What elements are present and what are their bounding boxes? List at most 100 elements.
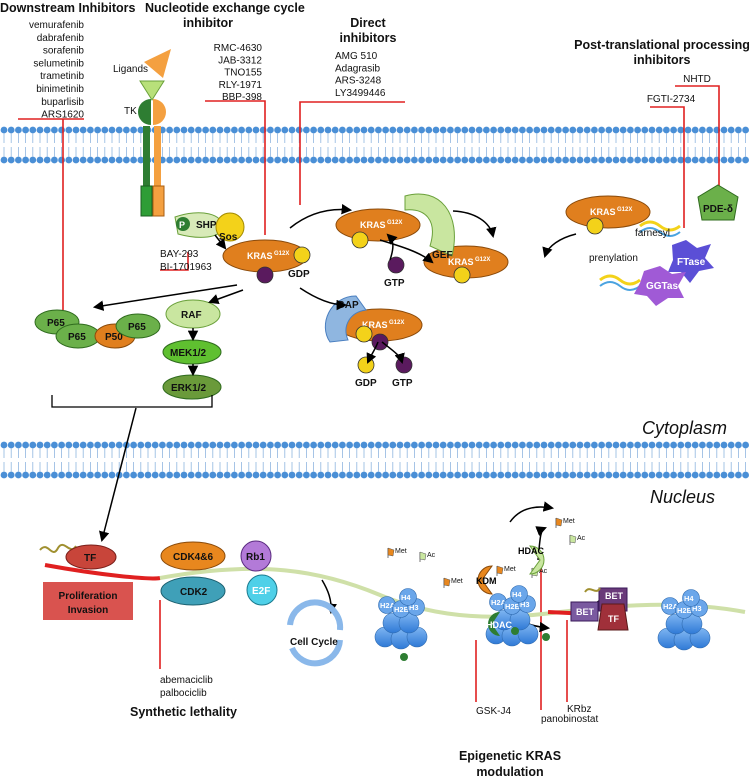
header-synthetic: Synthetic lethality [130, 705, 237, 719]
erk-label: ERK1/2 [171, 383, 206, 394]
gdp-bottom-label: GDP [355, 378, 377, 389]
header-direct-2: inhibitors [340, 31, 397, 45]
hdac-enzyme: HDAC HDAC [486, 545, 544, 636]
cdk46-node [160, 541, 226, 571]
mark-met-3-icon [496, 565, 504, 575]
drug-palbociclib: palbociclib [160, 688, 207, 699]
mark-met-4-icon [555, 517, 563, 527]
drug-nhtd: NHTD [683, 74, 711, 85]
nucleosome-1-h2a: H2A [380, 601, 396, 610]
mark-met-2-label: Met [451, 578, 463, 585]
nucleosome-2-h2a: H2A [491, 598, 507, 607]
downstream-drug-3: selumetinib [33, 58, 84, 69]
header-ptm-1: Post-translational processing [574, 38, 750, 52]
phospho-icon [176, 217, 190, 231]
nucleosome-3-h2a: H2A [663, 602, 679, 611]
downstream-drug-1: dabrafenib [37, 33, 85, 44]
mek-label: MEK1/2 [170, 348, 207, 359]
kras-node-gap-label: KRAS [362, 320, 388, 330]
nucleosome-1-h4: H4 [401, 593, 411, 602]
downstream-drug-0: vemurafenib [29, 20, 84, 31]
ggtase-label: GGTase [646, 281, 684, 292]
drug-fgti: FGTI-2734 [647, 94, 696, 105]
e2f-node [246, 574, 278, 606]
header-nucleotide-2: inhibitor [183, 16, 233, 30]
dna-red-left [44, 563, 161, 581]
pathway-arrows [92, 203, 615, 633]
cytoplasm-label: Cytoplasm [642, 418, 727, 438]
nucleosome-2-h4: H4 [512, 590, 522, 599]
drug-bay293: BAY-293 [160, 249, 199, 260]
header-epigenetic-1: Epigenetic KRAS [459, 749, 561, 763]
downstream-drug-list: vemurafenib dabrafenib sorafenibselumetini… [29, 20, 84, 121]
nucleosome-2-h2b: H2B [505, 602, 521, 611]
nucleotide-drug-0: RMC-4630 [214, 43, 263, 54]
raf-label: RAF [181, 310, 202, 321]
gap-label: GAP [337, 300, 359, 311]
cdk2-node [160, 576, 226, 606]
e2f-label: E2F [252, 586, 270, 597]
pde-shape [697, 184, 739, 221]
ligands-label: Ligands [113, 64, 148, 75]
drug-panobinostat: panobinostat [541, 714, 598, 725]
mapk-cascade: RAF MEK1/2 ERK1/2 [162, 299, 222, 400]
gdp-ptm-icon [586, 217, 604, 235]
bet-proteins: BET BET TF [570, 587, 629, 631]
direct-drug-1: Adagrasib [335, 63, 380, 74]
drug-abemaciclib: abemaciclib [160, 675, 213, 686]
nucleosome-1-h3: H3 [409, 603, 419, 612]
gdp-bottom-icon [357, 356, 375, 374]
receptor-tyrosine-kinase: Ligands TK [113, 49, 171, 217]
kdm-label: KDM [476, 576, 497, 586]
kdm-enzyme: KDM [476, 565, 497, 595]
downstream-drug-7: ARS1620 [41, 110, 84, 121]
ftase-label: FTase [677, 257, 706, 268]
gdp-active-icon [453, 266, 471, 284]
kras-node-ptm-superscript: G12X [617, 207, 632, 213]
downstream-drug-2: sorafenib [43, 46, 85, 57]
gdp-left-icon [293, 246, 311, 264]
nucleosome-2-h3: H3 [520, 600, 530, 609]
nuclear-membrane [0, 441, 749, 479]
gtp-left-label: GTP [384, 278, 405, 289]
gdp-left-label: GDP [288, 269, 310, 280]
p65-label-3: P65 [128, 322, 146, 333]
shp2-label: SHP2 [196, 220, 223, 231]
gef-label: GEF [432, 250, 453, 261]
downstream-drug-4: trametinib [40, 71, 84, 82]
nfkb-complex: P65 P65 P50 P65 [34, 309, 161, 349]
gtp-main-icon [256, 266, 274, 284]
gtp-left-icon [387, 256, 405, 274]
kras-node-main-superscript: G12X [274, 251, 289, 257]
direct-drug-3: LY3499446 [335, 88, 386, 99]
mark-ac-2-label: Ac [539, 568, 548, 575]
kras-node-main-label: KRAS [247, 251, 273, 261]
nucleotide-drug-3: RLY-1971 [219, 80, 263, 91]
hdac-label: HDAC [518, 546, 544, 556]
kras-node-ptm-label: KRAS [590, 207, 616, 217]
nucleotide-drug-2: TNO155 [224, 68, 262, 79]
mark-met-1-label: Met [395, 548, 407, 555]
mark-met-2-icon [443, 577, 451, 587]
nucleosome-1-h2b: H2B [394, 605, 410, 614]
gtp-bottom-icon [395, 356, 413, 374]
nucleosome-3-h3: H3 [692, 604, 702, 613]
mark-met-4-label: Met [563, 518, 575, 525]
nucleotide-drug-4: BBP-398 [222, 92, 262, 103]
kras-node-gef-label: KRAS [360, 220, 386, 230]
gdp-gap-bound-icon [355, 325, 373, 343]
kras-node-gef-superscript: G12X [387, 220, 402, 226]
gef-shape [404, 193, 455, 257]
kras-node-active-superscript: G12X [475, 257, 490, 263]
p65-label-1: P65 [47, 318, 65, 329]
tf-node [65, 544, 117, 570]
p65-label-2: P65 [68, 332, 86, 343]
downstream-drug-6: buparlisib [41, 97, 84, 108]
mark-ac-3-icon [569, 534, 577, 544]
